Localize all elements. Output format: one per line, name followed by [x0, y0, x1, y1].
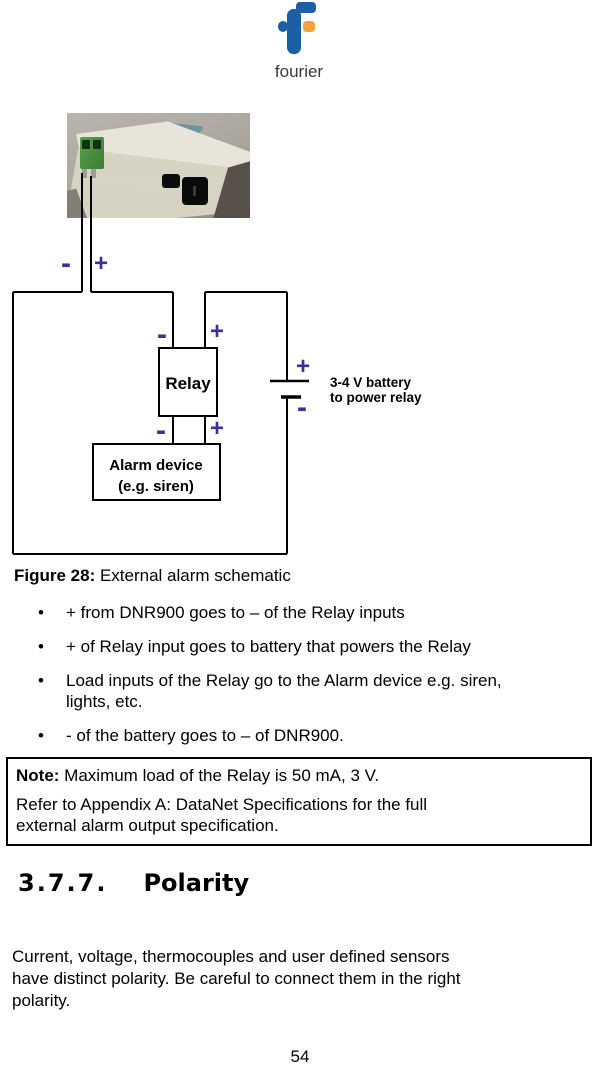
figure-caption: Figure 28: External alarm schematic: [14, 566, 291, 586]
external-alarm-schematic: Relay Alarm device (e.g. siren) 3-4 V ba…: [12, 173, 422, 555]
body-line: have distinct polarity. Be careful to co…: [12, 969, 461, 988]
body-line: polarity.: [12, 991, 71, 1010]
fourier-logo: fourier: [275, 2, 324, 81]
list-item-text: - of the battery goes to – of DNR900.: [66, 726, 344, 745]
dnr-plus-label: +: [94, 250, 108, 277]
terminal-hole: [93, 140, 101, 149]
relay-in-plus-label: +: [210, 318, 224, 345]
figure-caption-label: Figure 28:: [14, 566, 96, 585]
relay-label: Relay: [165, 374, 211, 393]
dnr-minus-label: -: [61, 247, 71, 280]
bullet-icon: •: [38, 603, 44, 622]
device-port: [162, 174, 180, 188]
bullet-icon: •: [38, 637, 44, 656]
battery-symbol: [270, 379, 309, 399]
relay-out-minus-label: -: [156, 414, 166, 447]
body-line: Current, voltage, thermocouples and user…: [12, 947, 450, 966]
list-item-text: + from DNR900 goes to – of the Relay inp…: [66, 603, 405, 622]
page-number: 54: [290, 1047, 310, 1066]
bullet-icon: •: [38, 726, 44, 745]
relay-in-minus-label: -: [157, 318, 167, 351]
battery-plus-label: +: [296, 353, 310, 380]
list-item-text: lights, etc.: [66, 692, 143, 711]
device-photo: [67, 113, 250, 218]
note-body: Refer to Appendix A: DataNet Specificati…: [16, 794, 582, 836]
note-label: Note:: [16, 766, 60, 785]
section-heading: 3.7.7. Polarity: [18, 869, 249, 897]
terminal-pin: [82, 169, 87, 178]
list-item: • + from DNR900 goes to – of the Relay i…: [14, 602, 586, 623]
alarm-device-label-line1: Alarm device: [109, 457, 202, 474]
battery-caption-line1: 3-4 V battery: [330, 375, 412, 390]
polarity-labels: - + - + - + + -: [61, 247, 310, 447]
fourier-logo-text: fourier: [275, 62, 324, 81]
note-body-line: Refer to Appendix A: DataNet Specificati…: [16, 795, 428, 814]
list-item: • + of Relay input goes to battery that …: [14, 636, 586, 657]
green-terminal-block: [80, 137, 104, 169]
bullet-icon: •: [38, 671, 44, 690]
terminal-pin: [91, 169, 96, 178]
note-text: Maximum load of the Relay is 50 mA, 3 V.: [59, 766, 380, 785]
list-item: • Load inputs of the Relay go to the Ala…: [14, 670, 586, 712]
list-item: • - of the battery goes to – of DNR900.: [14, 725, 586, 746]
alarm-device-box: [92, 443, 221, 501]
section-number: 3.7.7.: [18, 869, 108, 897]
bullet-list: • + from DNR900 goes to – of the Relay i…: [14, 602, 586, 759]
list-item-text: Load inputs of the Relay go to the Alarm…: [66, 671, 502, 690]
fourier-logo-mark: [278, 2, 316, 54]
body-paragraph: Current, voltage, thermocouples and user…: [12, 946, 592, 1012]
figure-caption-text: External alarm schematic: [95, 566, 291, 585]
terminal-hole: [82, 140, 90, 149]
relay-box: [158, 347, 218, 417]
alarm-device-label-line2: (e.g. siren): [118, 478, 194, 495]
schematic-wires: [12, 173, 288, 555]
note-body-line: external alarm output specification.: [16, 816, 279, 835]
note-line: Note: Maximum load of the Relay is 50 mA…: [16, 765, 582, 786]
note-box: Note: Maximum load of the Relay is 50 mA…: [6, 757, 592, 846]
section-title: Polarity: [143, 869, 250, 897]
relay-out-plus-label: +: [210, 415, 224, 442]
battery-caption-line2: to power relay: [330, 390, 422, 405]
battery-minus-label: -: [297, 391, 307, 424]
list-item-text: + of Relay input goes to battery that po…: [66, 637, 471, 656]
device-power-jack: [182, 177, 208, 205]
